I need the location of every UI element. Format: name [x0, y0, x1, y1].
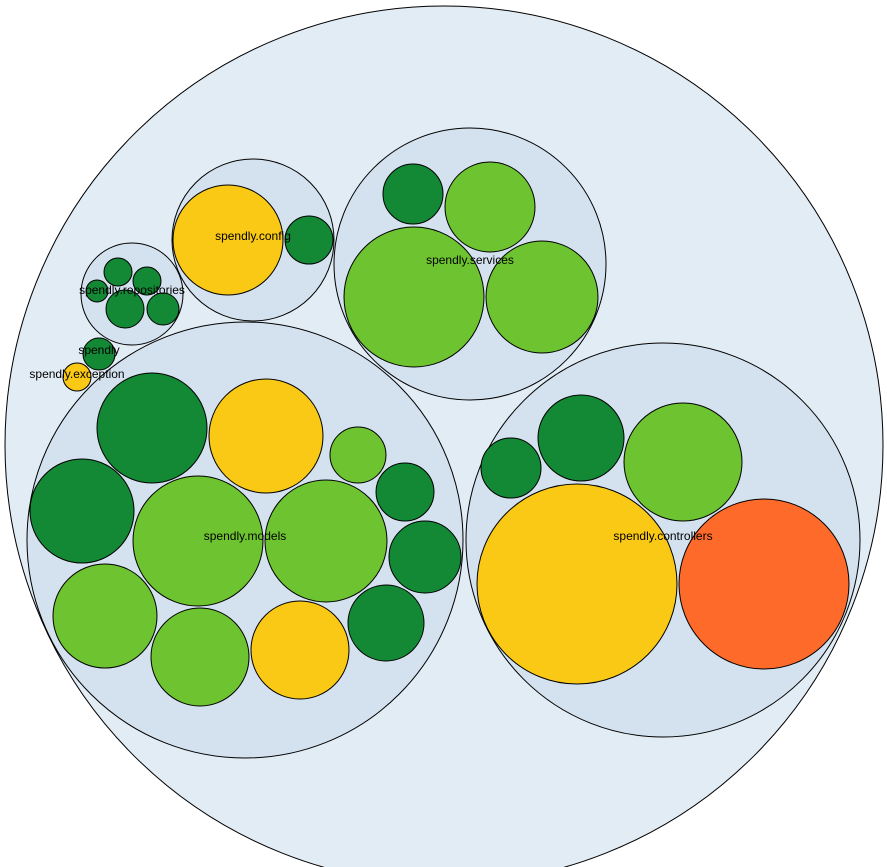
class-bubble-light-green[interactable]: [343, 226, 485, 368]
package-config: [171, 158, 335, 322]
class-bubble-yellow[interactable]: [250, 600, 350, 700]
class-bubble-dark-green[interactable]: [85, 279, 109, 303]
class-bubble-dark-green[interactable]: [347, 584, 425, 662]
class-bubble-orange[interactable]: [678, 498, 850, 670]
class-bubble-light-green[interactable]: [150, 607, 250, 707]
class-bubble-yellow[interactable]: [208, 378, 324, 494]
class-bubble-light-green[interactable]: [329, 426, 387, 484]
package-exception: [62, 362, 92, 392]
package-repositories: [80, 242, 184, 346]
package-label-controllers: spendly.controllers: [613, 529, 712, 543]
package-models: [26, 321, 464, 759]
class-bubble-yellow[interactable]: [476, 483, 678, 685]
class-bubble-light-green[interactable]: [132, 475, 264, 607]
class-bubble-light-green[interactable]: [264, 479, 388, 603]
class-bubble-light-green[interactable]: [444, 161, 536, 253]
class-bubble-light-green[interactable]: [52, 563, 158, 669]
class-bubble-dark-green[interactable]: [480, 437, 542, 499]
class-bubble-yellow[interactable]: [62, 362, 92, 392]
class-bubble-yellow[interactable]: [172, 184, 284, 296]
class-bubble-dark-green[interactable]: [284, 215, 334, 265]
package-label-models: spendly.models: [204, 529, 287, 543]
class-bubble-dark-green[interactable]: [537, 394, 625, 482]
class-bubble-dark-green[interactable]: [82, 337, 116, 371]
package-controllers: [465, 342, 861, 738]
package-label-repositories: spendly.repositories: [79, 283, 185, 297]
class-bubble-light-green[interactable]: [485, 240, 599, 354]
class-bubble-dark-green[interactable]: [382, 163, 444, 225]
package-label-config: spendly.config: [215, 229, 291, 243]
class-bubble-dark-green[interactable]: [103, 257, 133, 287]
class-bubble-dark-green[interactable]: [96, 372, 208, 484]
package-label-spendly: spendly: [78, 343, 119, 357]
class-bubble-dark-green[interactable]: [132, 266, 162, 296]
class-bubble-dark-green[interactable]: [105, 289, 145, 329]
package-spendly: [82, 337, 116, 371]
class-bubble-dark-green[interactable]: [146, 292, 180, 326]
package-label-services: spendly.services: [426, 253, 514, 267]
class-bubble-dark-green[interactable]: [375, 462, 435, 522]
class-bubble-dark-green[interactable]: [388, 520, 462, 594]
package-services: [333, 127, 607, 401]
class-bubble-light-green[interactable]: [623, 402, 743, 522]
class-bubble-dark-green[interactable]: [29, 458, 135, 564]
package-label-exception: spendly.exception: [29, 367, 124, 381]
